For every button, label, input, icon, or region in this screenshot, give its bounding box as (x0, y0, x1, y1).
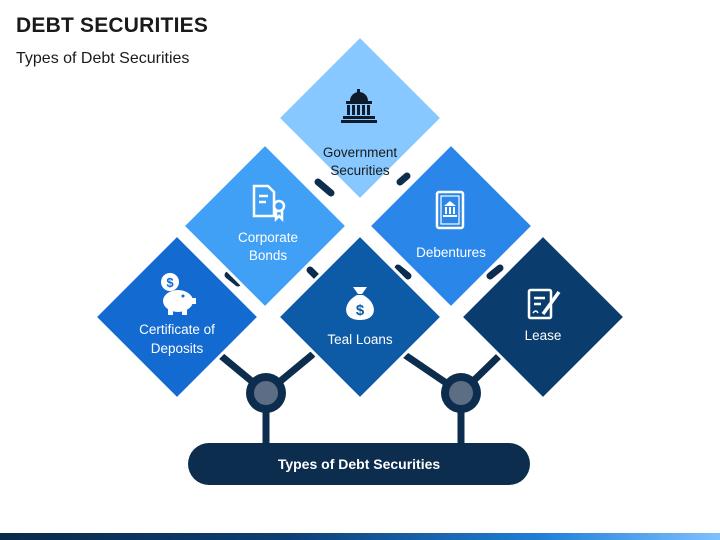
junction-node-right (441, 373, 481, 413)
svg-text:$: $ (166, 275, 174, 290)
contract-signing-icon (527, 288, 561, 320)
label-government-line2: Securities (330, 163, 390, 178)
svg-text:$: $ (356, 302, 365, 319)
label-certificate-line1: Certificate of (139, 322, 215, 337)
diamond-corporate-bonds (180, 141, 350, 311)
label-teal-loans: Teal Loans (327, 332, 393, 347)
diamond-debentures (366, 141, 536, 311)
certificate-document-icon (252, 184, 286, 223)
label-corporate-line1: Corporate (238, 230, 298, 245)
money-bag-icon: $ (346, 287, 374, 320)
page-subtitle: Types of Debt Securities (16, 50, 190, 67)
label-certificate-line2: Deposits (151, 341, 204, 356)
diamond-certificate-of-deposits (92, 232, 262, 402)
base-bar-label: Types of Debt Securities (278, 456, 441, 472)
base-bar: Types of Debt Securities (188, 443, 530, 485)
government-building-icon (341, 89, 377, 123)
junction-node-left (246, 373, 286, 413)
label-debentures: Debentures (416, 245, 486, 260)
diamond-shape (366, 141, 536, 311)
page-title: DEBT SECURITIES (16, 14, 209, 37)
footer-gradient-bar (0, 533, 720, 540)
label-corporate-line2: Bonds (249, 248, 288, 263)
diamond-shape (92, 232, 262, 402)
diamond-shape (180, 141, 350, 311)
framed-certificate-icon (435, 190, 465, 230)
label-government-line1: Government (323, 145, 398, 160)
piggy-bank-dollar-icon: $ (161, 273, 196, 315)
label-lease: Lease (525, 328, 562, 343)
